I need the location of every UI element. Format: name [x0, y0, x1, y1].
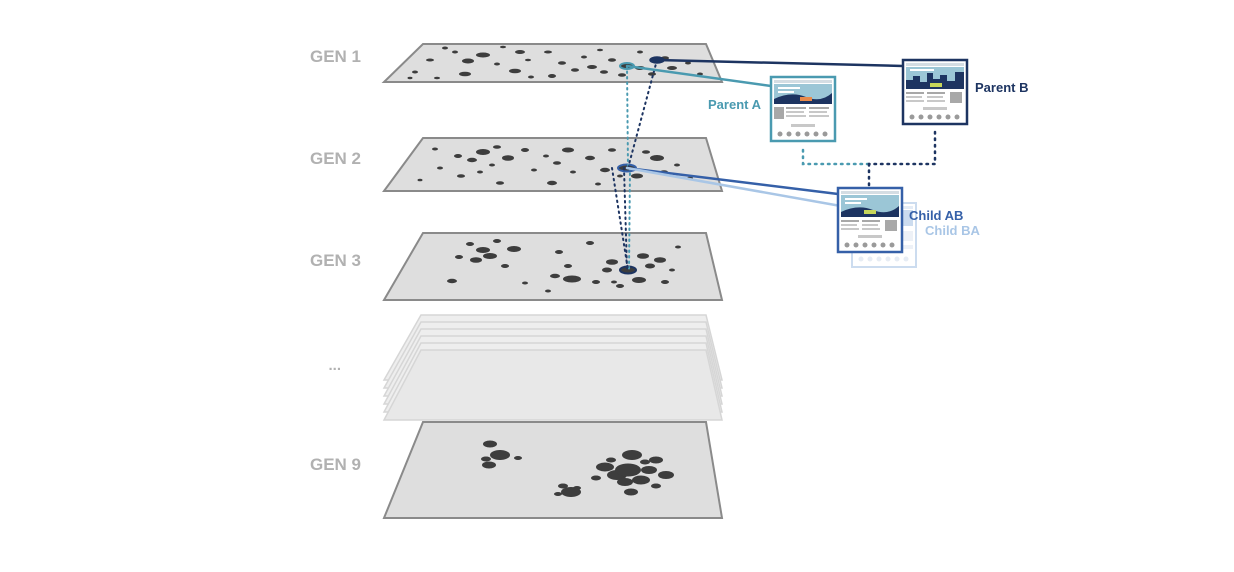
- gen-3-plane-surface: [382, 232, 724, 301]
- child-ab-thumbnail: [836, 186, 904, 254]
- ellipsis-label: ...: [328, 357, 341, 374]
- parent-b-label: Parent B: [975, 80, 1028, 95]
- gen-3-label: GEN 3: [310, 251, 361, 270]
- gen-9-plane: [382, 421, 724, 519]
- child-ba-connector: [625, 166, 854, 210]
- gen-9-population: [481, 440, 674, 497]
- parent-a-thumbnail: [769, 75, 837, 143]
- stacked-planes: [382, 314, 723, 421]
- gen2-to-gen3-line-b: [628, 167, 631, 271]
- parent-a-connector: [625, 64, 773, 88]
- child-ab-label: Child AB: [909, 208, 963, 223]
- gen-3-plane: [382, 232, 724, 301]
- gen-1-label: GEN 1: [310, 47, 361, 66]
- child-ab-connector: [625, 166, 840, 196]
- lineage-lines: [611, 58, 937, 271]
- parent-a-label: Parent A: [708, 97, 762, 112]
- parent-b-thumbnail: [901, 58, 969, 126]
- parent-b-to-child-line: [627, 59, 658, 169]
- gen-3-population: [447, 239, 681, 293]
- parent-b-connector: [655, 58, 905, 68]
- child-ba-label: Child BA: [925, 223, 980, 238]
- gen-2-label: GEN 2: [310, 149, 361, 168]
- gen-2-plane: [382, 137, 724, 192]
- gen-1-population: [407, 45, 703, 80]
- parent-a-to-child-line: [626, 65, 629, 169]
- gen2-to-gen3-line-c: [611, 167, 629, 271]
- parent-b-crossover-line: [867, 130, 937, 166]
- stacked-plane: [382, 349, 723, 421]
- gen-1-plane: [381, 43, 724, 83]
- parent-a-crossover-line: [801, 148, 871, 166]
- gen2-to-gen3-line-a: [623, 167, 628, 271]
- gen-9-plane-surface: [382, 421, 724, 519]
- gen-9-label: GEN 9: [310, 455, 361, 474]
